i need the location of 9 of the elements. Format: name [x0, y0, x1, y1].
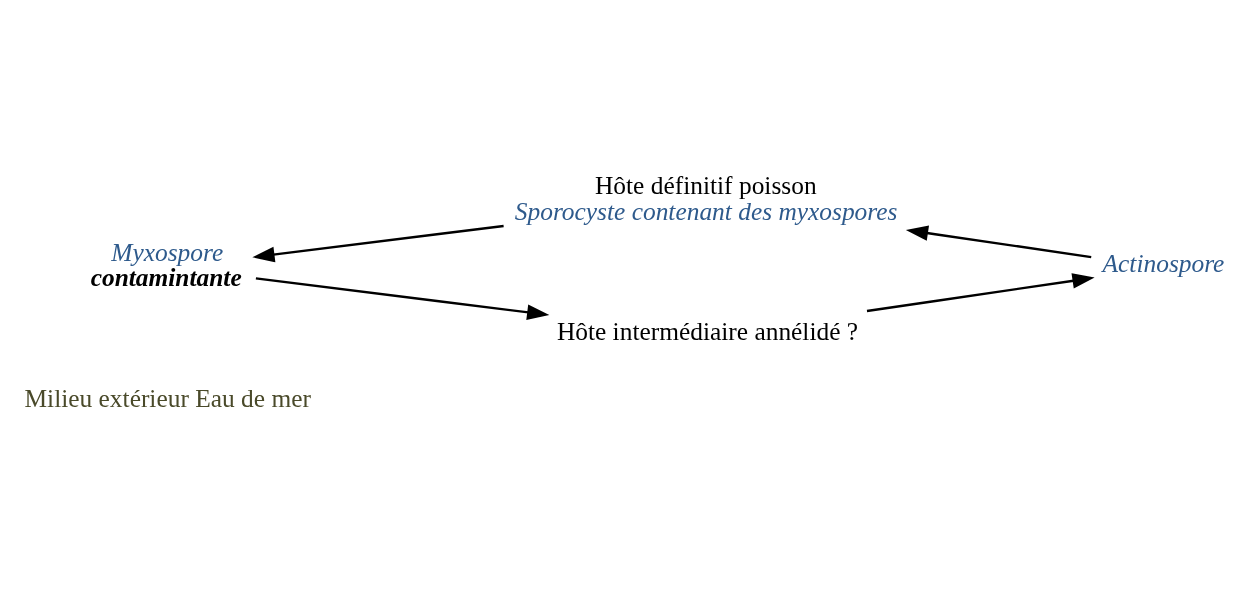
- node-text: Actinospore: [1102, 248, 1225, 277]
- node-text: Myxospore contamintante: [90, 237, 242, 291]
- node-text: Hôte intermédiaire annélidé ?: [556, 316, 859, 345]
- node-text: Hôte définitif poisson Sporocyste contenant des myxospores: [514, 170, 898, 225]
- arrow: [905, 224, 1092, 258]
- arrow: [252, 224, 504, 262]
- arrow: [255, 276, 550, 320]
- label: Milieu extérieur Eau de mer: [24, 383, 311, 412]
- arrow: [866, 272, 1095, 312]
